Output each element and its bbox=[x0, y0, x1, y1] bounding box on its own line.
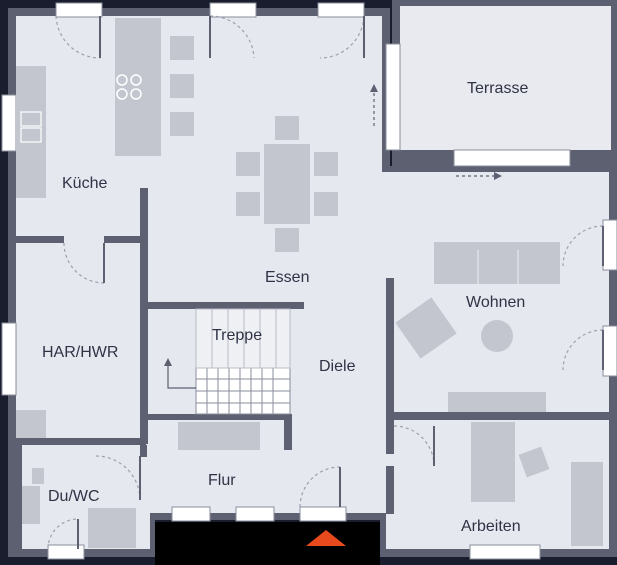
sideboard bbox=[448, 392, 546, 412]
stove-icon bbox=[116, 74, 142, 100]
room-label-kueche: Küche bbox=[62, 175, 107, 192]
dashed-arrow-icon bbox=[370, 84, 502, 180]
room-label-flur: Flur bbox=[208, 472, 236, 489]
dining-table bbox=[236, 116, 338, 252]
desk bbox=[471, 422, 515, 502]
interior-walls bbox=[16, 188, 609, 549]
room-label-terrasse: Terrasse bbox=[467, 80, 528, 97]
hwr-furniture bbox=[16, 410, 46, 438]
room-label-essen: Essen bbox=[265, 269, 309, 286]
triangle-up-icon bbox=[306, 530, 346, 546]
shelf bbox=[571, 462, 603, 546]
room-label-treppe: Treppe bbox=[212, 327, 262, 344]
wardrobe bbox=[178, 422, 260, 450]
sofa bbox=[434, 242, 560, 284]
sink-icon bbox=[20, 111, 42, 143]
kitchen-island bbox=[115, 18, 161, 156]
terrace bbox=[392, 0, 617, 166]
staircase bbox=[164, 308, 291, 415]
living-furniture bbox=[395, 242, 560, 412]
room-label-diele: Diele bbox=[319, 358, 356, 375]
room-label-du-wc: Du/WC bbox=[48, 488, 100, 505]
door-swings bbox=[47, 15, 604, 550]
room-label-wohnen: Wohnen bbox=[466, 294, 525, 311]
entrance bbox=[155, 522, 380, 565]
coffee-table bbox=[481, 320, 513, 352]
bathroom-furniture bbox=[22, 468, 136, 548]
stair-direction-arrow bbox=[167, 364, 196, 389]
door-leaves bbox=[77, 16, 604, 549]
room-label-arbeiten: Arbeiten bbox=[461, 518, 521, 535]
room-label-har-hwr: HAR/HWR bbox=[42, 344, 118, 361]
study-furniture bbox=[471, 422, 603, 546]
